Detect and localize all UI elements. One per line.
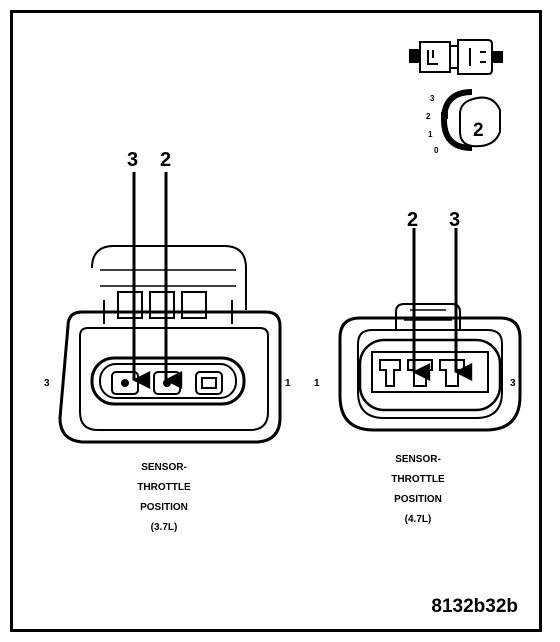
connector-3-7l — [58, 172, 282, 444]
key-scale-2: 2 — [426, 112, 431, 121]
key-value: 2 — [473, 120, 484, 141]
key-scale-0: 0 — [434, 146, 439, 155]
terminal-1 — [195, 371, 223, 395]
left-caption-line-2: THROTTLE — [137, 482, 191, 493]
right-arrow-label-3: 3 — [449, 209, 460, 231]
figure-frame — [10, 10, 542, 632]
connector-release-icon — [409, 39, 503, 75]
left-caption-line-1: SENSOR- — [141, 462, 187, 473]
left-arrow-label-3: 3 — [127, 149, 138, 171]
right-caption-line-4: (4.7L) — [405, 514, 432, 525]
terminal-cavity-2 — [407, 359, 433, 387]
position-key-icon: 3 2 1 0 2 — [426, 89, 501, 155]
right-caption-line-3: POSITION — [394, 494, 442, 505]
right-side-label-1: 1 — [314, 378, 320, 389]
figure-code: 8132b32b — [431, 596, 518, 617]
connector-4-7l — [338, 228, 522, 432]
left-caption-line-4: (3.7L) — [151, 522, 178, 533]
key-scale-1: 1 — [428, 130, 433, 139]
right-arrow-label-2: 2 — [407, 209, 418, 231]
right-caption-line-1: SENSOR- — [395, 454, 441, 465]
key-scale-3: 3 — [430, 94, 435, 103]
left-side-label-3: 3 — [44, 378, 50, 389]
left-side-label-1: 1 — [285, 378, 291, 389]
terminal-cavity-1 — [379, 359, 401, 387]
right-caption-line-2: THROTTLE — [391, 474, 445, 485]
right-side-label-3: 3 — [510, 378, 516, 389]
left-caption-line-3: POSITION — [140, 502, 188, 513]
terminal-cavity-3 — [439, 359, 465, 387]
left-arrow-label-2: 2 — [160, 149, 171, 171]
